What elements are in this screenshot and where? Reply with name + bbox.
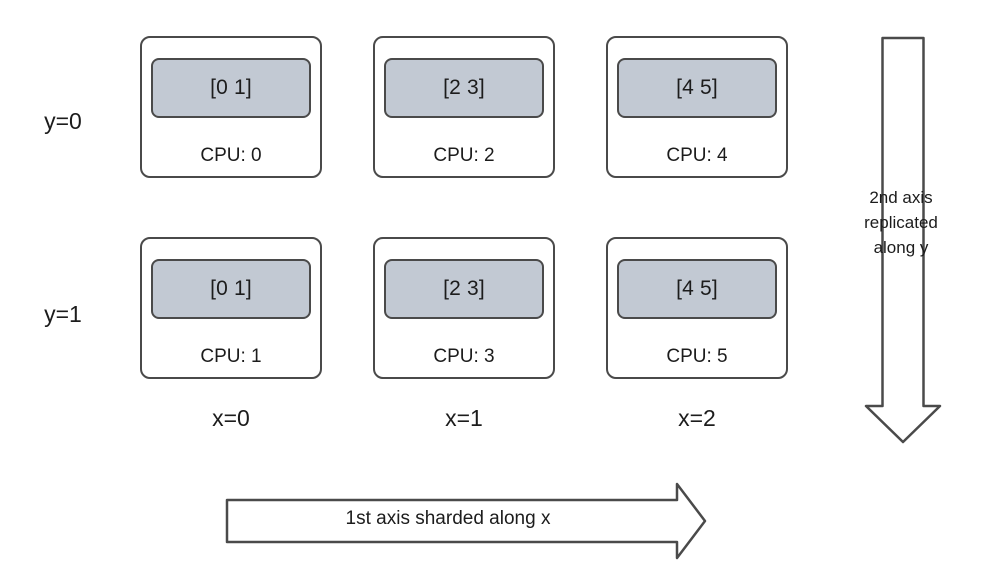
row-label-y0: y=0: [44, 108, 82, 134]
horizontal-arrow-right-icon: [225, 482, 707, 560]
device-card-r0c0[interactable]: [0 1] CPU: 0: [140, 36, 322, 178]
vertical-arrow-down-icon: [864, 36, 942, 444]
vertical-arrow-caption-line-3: along y: [873, 238, 929, 257]
vertical-arrow-caption-line-1: 2nd axis: [869, 188, 933, 207]
cpu-label-r1c0: CPU: 1: [200, 346, 262, 367]
shard-label: [4 5]: [676, 277, 718, 300]
shard-box-r1c2: [4 5]: [617, 259, 777, 319]
vertical-arrow-caption-line-2: replicated: [864, 213, 938, 232]
row-label-y1: y=1: [44, 301, 82, 327]
horizontal-arrow-caption: 1st axis sharded along x: [345, 508, 551, 529]
column-label-x0: x=0: [212, 405, 250, 431]
cpu-label-r0c2: CPU: 4: [666, 145, 728, 166]
shard-box-r0c1: [2 3]: [384, 58, 544, 118]
shard-label: [0 1]: [210, 76, 252, 99]
shard-box-r1c0: [0 1]: [151, 259, 311, 319]
shard-label: [4 5]: [676, 76, 718, 99]
device-card-r0c1[interactable]: [2 3] CPU: 2: [373, 36, 555, 178]
cpu-label-r1c1: CPU: 3: [433, 346, 495, 367]
device-card-r0c2[interactable]: [4 5] CPU: 4: [606, 36, 788, 178]
device-card-r1c2[interactable]: [4 5] CPU: 5: [606, 237, 788, 379]
shard-label: [0 1]: [210, 277, 252, 300]
shard-label: [2 3]: [443, 277, 485, 300]
cpu-label-r0c0: CPU: 0: [200, 145, 262, 166]
shard-label: [2 3]: [443, 76, 485, 99]
cpu-label-r1c2: CPU: 5: [666, 346, 728, 367]
column-label-x2: x=2: [678, 405, 716, 431]
shard-box-r0c2: [4 5]: [617, 58, 777, 118]
vertical-arrow-caption: 2nd axis replicated along y: [845, 185, 957, 260]
shard-box-r1c1: [2 3]: [384, 259, 544, 319]
column-label-x1: x=1: [445, 405, 483, 431]
device-card-r1c1[interactable]: [2 3] CPU: 3: [373, 237, 555, 379]
shard-box-r0c0: [0 1]: [151, 58, 311, 118]
cpu-label-r0c1: CPU: 2: [433, 145, 495, 166]
device-card-r1c0[interactable]: [0 1] CPU: 1: [140, 237, 322, 379]
